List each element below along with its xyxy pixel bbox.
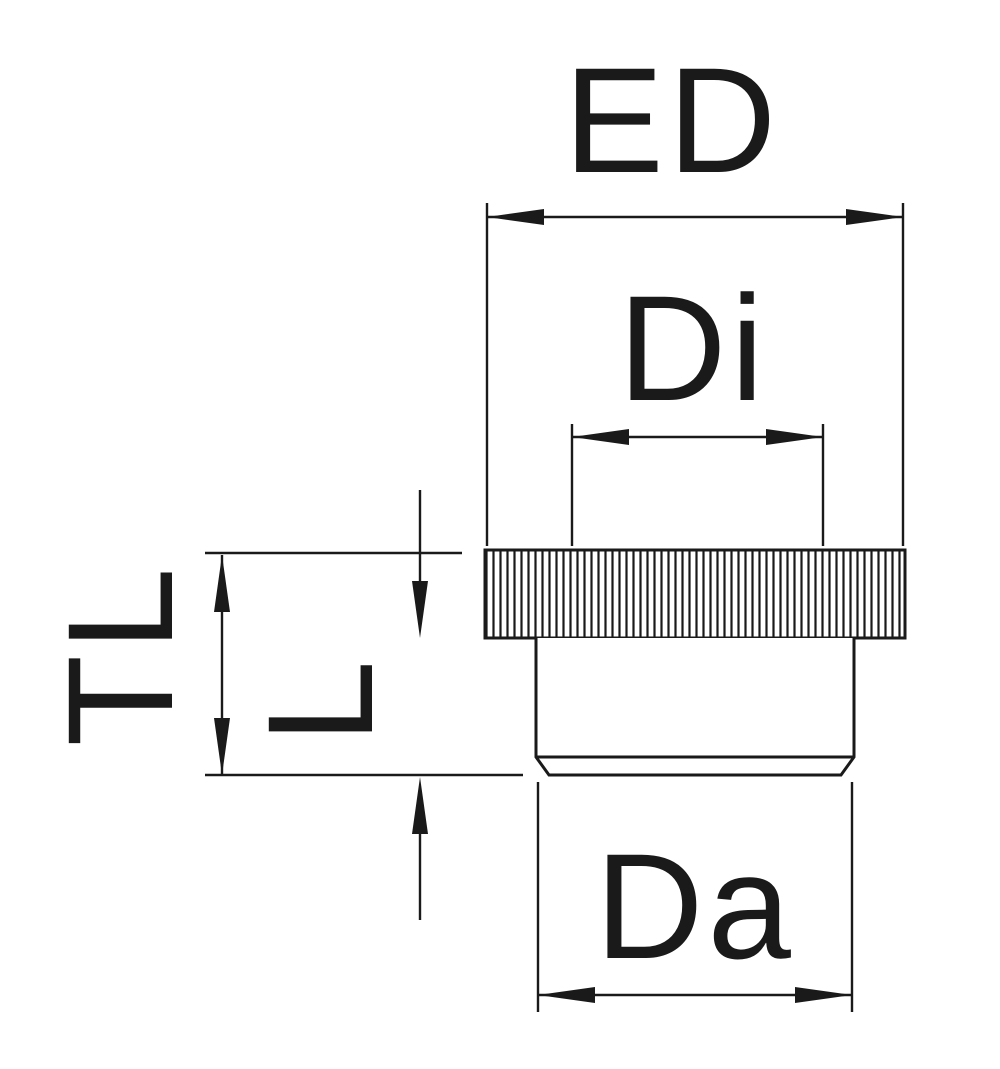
- arrowhead-up-icon: [214, 555, 230, 612]
- l-dimension: L: [236, 490, 428, 920]
- di-label: Di: [618, 264, 768, 432]
- arrowhead-down-icon: [214, 718, 230, 775]
- di-dimension: Di: [570, 264, 825, 546]
- arrowhead-left-icon: [572, 429, 629, 445]
- tl-dimension: TL: [36, 551, 523, 777]
- tl-label: TL: [36, 563, 204, 746]
- arrowhead-up-icon: [412, 777, 428, 834]
- arrowhead-right-icon: [766, 429, 823, 445]
- ed-label: ED: [564, 36, 780, 204]
- arrowhead-right-icon: [795, 987, 852, 1003]
- l-label: L: [236, 656, 404, 743]
- threaded-body: [534, 638, 856, 777]
- arrowhead-down-icon: [412, 581, 428, 638]
- part-view: [483, 548, 907, 777]
- knurled-head: [485, 550, 905, 638]
- da-dimension: Da: [536, 782, 854, 1012]
- arrowhead-left-icon: [538, 987, 595, 1003]
- ed-dimension: ED: [485, 36, 905, 546]
- arrowhead-left-icon: [487, 209, 544, 225]
- arrowhead-right-icon: [846, 209, 903, 225]
- da-label: Da: [595, 822, 795, 990]
